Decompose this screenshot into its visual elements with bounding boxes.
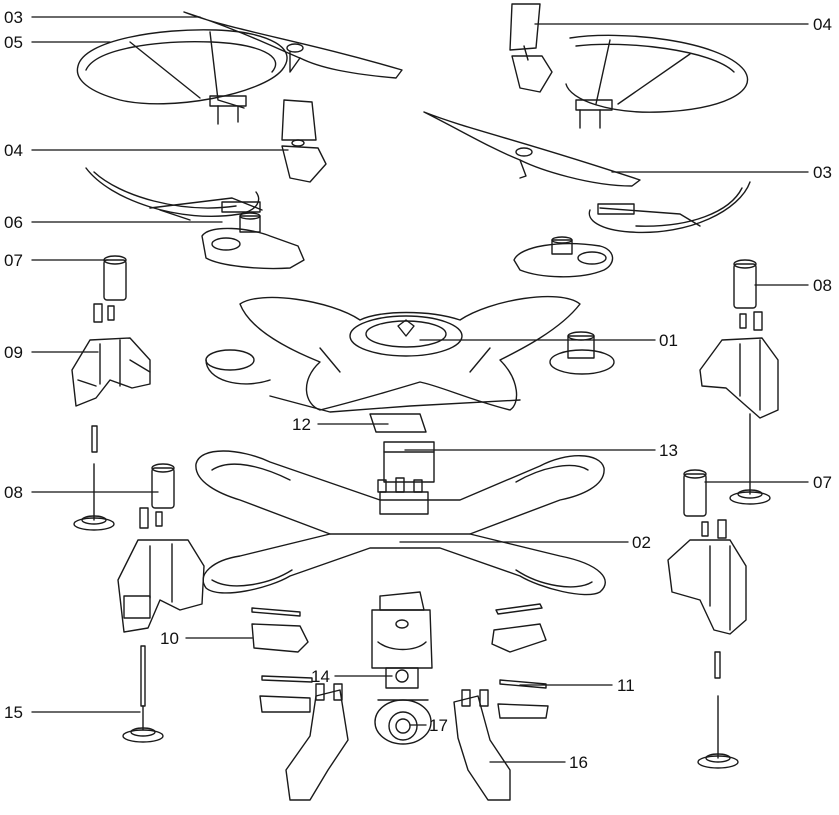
leader-lines [31,16,809,763]
motor-07-left [93,255,127,323]
label-17: 17 [429,716,448,735]
label-05: 05 [4,33,23,52]
label-01: 01 [659,331,678,350]
shaft-left-upper [73,425,115,531]
label-07-right: 07 [813,473,832,492]
motor-mount-06-left [201,212,305,270]
shaft-right-lower [697,651,739,769]
label-06: 06 [4,213,23,232]
motor-08-left [139,463,175,529]
skid-11-right [497,679,549,719]
label-03-top-left: 03 [4,8,23,27]
motor-08-right [733,259,763,331]
propeller-03-mid-right [423,111,641,187]
landing-leg-left [285,683,349,801]
prop-guard-mid-left [85,167,263,221]
label-08-left: 08 [4,483,23,502]
prop-guard-mid-right [588,181,751,234]
gearbox-left-lower [117,539,205,633]
label-13: 13 [659,441,678,460]
propeller-04-mid-left [281,99,327,183]
label-09: 09 [4,343,23,362]
gearbox-right-upper [699,337,779,419]
label-11: 11 [617,676,635,695]
label-04-top-right: 04 [813,15,832,34]
label-12: 12 [292,415,311,434]
label-08-right: 08 [813,276,832,295]
label-07-left: 07 [4,251,23,270]
skid-10-left [251,607,309,653]
motor-07-right [683,469,727,539]
label-04-left: 04 [4,141,23,160]
shaft-right-upper [729,413,771,505]
top-shell-01 [205,295,615,413]
label-16: 16 [569,753,588,772]
gearbox-09-left [71,337,151,407]
label-03-right: 03 [813,163,832,182]
skid-right-upper [491,603,547,653]
label-15: 15 [4,703,23,722]
landing-leg-16-right [453,689,511,801]
label-14: 14 [311,667,330,686]
part-12-plate [369,413,427,433]
camera-gimbal-14 [371,591,433,689]
camera-17 [374,699,432,745]
label-10: 10 [160,629,179,648]
propeller-04-top-right [509,3,553,93]
prop-guard-05-top-left [76,29,288,125]
prop-guard-top-right [565,34,749,129]
part-13-battery [383,441,435,483]
propeller-03-top-left [183,11,403,79]
frame-02 [195,450,606,596]
motor-mount-right [513,236,614,278]
skid-left-lower [259,675,313,713]
label-02: 02 [632,533,651,552]
shaft-15 [122,645,164,743]
gearbox-right-lower [667,539,747,635]
